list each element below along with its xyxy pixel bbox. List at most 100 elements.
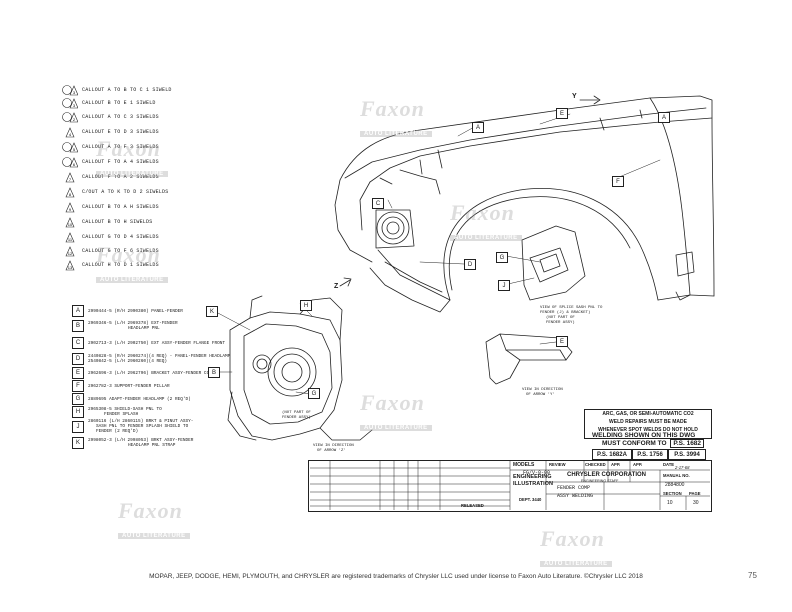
part-row: E 2962696-3 (L/H 2962796) BRACKET ASSY-F… [72,367,214,379]
leader-lines [215,113,661,395]
callout-row: 2 CALLOUT A TO C 3 SIWELDS [62,111,159,123]
callout-text: C/OUT A TO K TO D 2 SIWELDS [82,189,169,195]
company-name: CHRYSLER CORPORATION [567,472,647,478]
engineering-illustration: ENGINEERING ILLUSTRATION [513,474,553,487]
callout-row: 3 CALLOUT B TO E 1 SIWELD [62,97,156,109]
callout-number: 6 [73,162,76,167]
part-desc: 2889695 ADAPT-FENDER HEADLAMP (2 REQ'D) [88,396,191,402]
part-row: C 2902713-3 (L/H 2902750) EXT ASSY-FENDE… [72,337,225,349]
review-label: REVIEW [549,462,566,467]
app-label-2: APP. [633,462,643,467]
must-conform-note: MUST CONFORM TO P.S. 1682 [602,439,705,448]
welding-shown-note: WELDING SHOWN ON THIS DWG [592,432,696,439]
callout-number: 5 [73,147,76,152]
triangle-callout-icon: 5 [62,141,78,153]
part-letter: C [72,337,84,349]
bracket-j-view [521,225,586,301]
callout-number: 12 [68,251,73,256]
callout-text: CALLOUT G TO D 4 SIWELDS [82,234,159,240]
callout-number: 8 [69,192,72,197]
weld-repair-note: ARC, GAS, OR SEMI-AUTOMATIC CO2 WELD REP… [584,409,712,439]
section-no: 10 [667,500,673,506]
triangle-callout-icon: 4 [62,126,78,138]
trademark-footer: MOPAR, JEEP, DODGE, HEMI, PLYMOUTH, and … [149,573,643,580]
part-desc: 2440828-5 (R/H 2960274)(4 REQ) - PANEL-F… [88,354,231,364]
part-letter: J [72,420,84,433]
label-f: F [612,176,624,187]
callout-row: 11 CALLOUT G TO D 4 SIWELDS [62,231,159,243]
manual-label: MANUAL NO. [663,473,690,478]
not-part-note: (NOT PART OF FENDER ASSY) [282,411,311,420]
models-value: FG/V-0-00 [523,470,551,476]
part-letter: F [72,380,84,392]
part-desc: 2962696-3 (L/H 2962796) BRACKET ASSY-FEN… [88,370,215,376]
triangle-callout-icon: 7 [62,171,78,183]
drawing-title-1: FENDER COMP [557,485,591,491]
label-a-upper: A [658,112,670,123]
title-block-grid [310,460,710,510]
ps-number-box: P.S. 1682A [592,449,632,460]
callout-text: CALLOUT B TO H SIWELDS [82,219,153,225]
callout-text: CALLOUT A TO B TO C 1 SIWELD [82,87,172,93]
checked-label: CHECKED [585,462,606,467]
part-row: F 2962782-3 SUPPORT-FENDER PILLAR [72,380,170,392]
callout-row: 12 CALLOUT G TO F 6 SIWELDS [62,245,159,257]
section-label: SECTION [663,491,682,496]
part-letter: A [72,305,84,317]
released-label: RELEASED [461,503,484,508]
label-d: D [464,259,476,270]
callout-text: CALLOUT A TO F 3 SIWELDS [82,144,159,150]
date-value: 2-17-68 [675,465,690,470]
callout-number: 13 [68,265,73,270]
callout-text: CALLOUT A TO C 3 SIWELDS [82,114,159,120]
triangle-callout-icon: 13 [62,259,78,271]
triangle-callout-icon: 12 [62,245,78,257]
part-row: J 2860116 (L/H 2860115) BRKT & PINUT ASS… [72,419,193,434]
part-desc: 2990444-5 (R/H 2990380) PANEL-FENDER [88,308,183,314]
callout-text: CALLOUT B TO E 1 SIWELD [82,100,156,106]
page-label: PAGE [689,491,701,496]
part-desc: 2902713-3 (L/H 2902750) EXT ASSY-FENDER … [88,340,226,346]
label-j: J [498,280,510,291]
callout-row: 13 CALLOUT H TO D 1 SIWELDS [62,259,159,271]
part-letter: K [72,437,84,449]
triangle-callout-icon: 10 [62,216,78,228]
callout-row: 6 CALLOUT F TO A 4 SIWELDS [62,156,159,168]
inset-view-note: VIEW OF SPLICE SASH PNL TO FENDER (J) & … [540,306,603,325]
label-e: E [556,108,568,119]
app-label: APP. [611,462,621,467]
callout-row: 9 CALLOUT B TO A H SIWELDS [62,201,159,213]
triangle-callout-icon: 3 [62,97,78,109]
triangle-callout-icon: 3 [62,84,78,96]
callout-text: CALLOUT F TO A 4 SIWELDS [82,159,159,165]
callout-row: 3 CALLOUT A TO B TO C 1 SIWELD [62,84,172,96]
date-label: DATE [663,462,675,467]
view-z-note: VIEW IN DIRECTION OF ARROW 'Z' [313,444,354,453]
page-no: 30 [693,500,699,506]
part-letter: B [72,320,84,332]
view-y-note: VIEW IN DIRECTION OF ARROW 'Y' [522,388,563,397]
callout-text: CALLOUT H TO D 1 SIWELDS [82,262,159,268]
dept-label: DEPT. 3440 [519,497,542,502]
callout-text: CALLOUT E TO D 3 SIWELDS [82,129,159,135]
part-row: A 2990444-5 (R/H 2990380) PANEL-FENDER [72,305,183,317]
callout-number: 4 [69,132,72,137]
triangle-callout-icon: 9 [62,201,78,213]
label-a: A [472,122,484,133]
label-b: B [208,367,220,378]
callout-number: 10 [68,222,73,227]
label-h: H [300,300,312,311]
part-letter: G [72,393,84,405]
ps-number-box: P.S. 3994 [668,449,706,460]
callout-row: 4 CALLOUT E TO D 3 SIWELDS [62,126,159,138]
callout-row: 10 CALLOUT B TO H SIWELDS [62,216,152,228]
label-k: K [206,306,218,317]
triangle-callout-icon: 6 [62,156,78,168]
bracket-e-view [485,333,573,385]
part-row: G 2889695 ADAPT-FENDER HEADLAMP (2 REQ'D… [72,393,191,405]
label-e-lower: E [556,336,568,347]
